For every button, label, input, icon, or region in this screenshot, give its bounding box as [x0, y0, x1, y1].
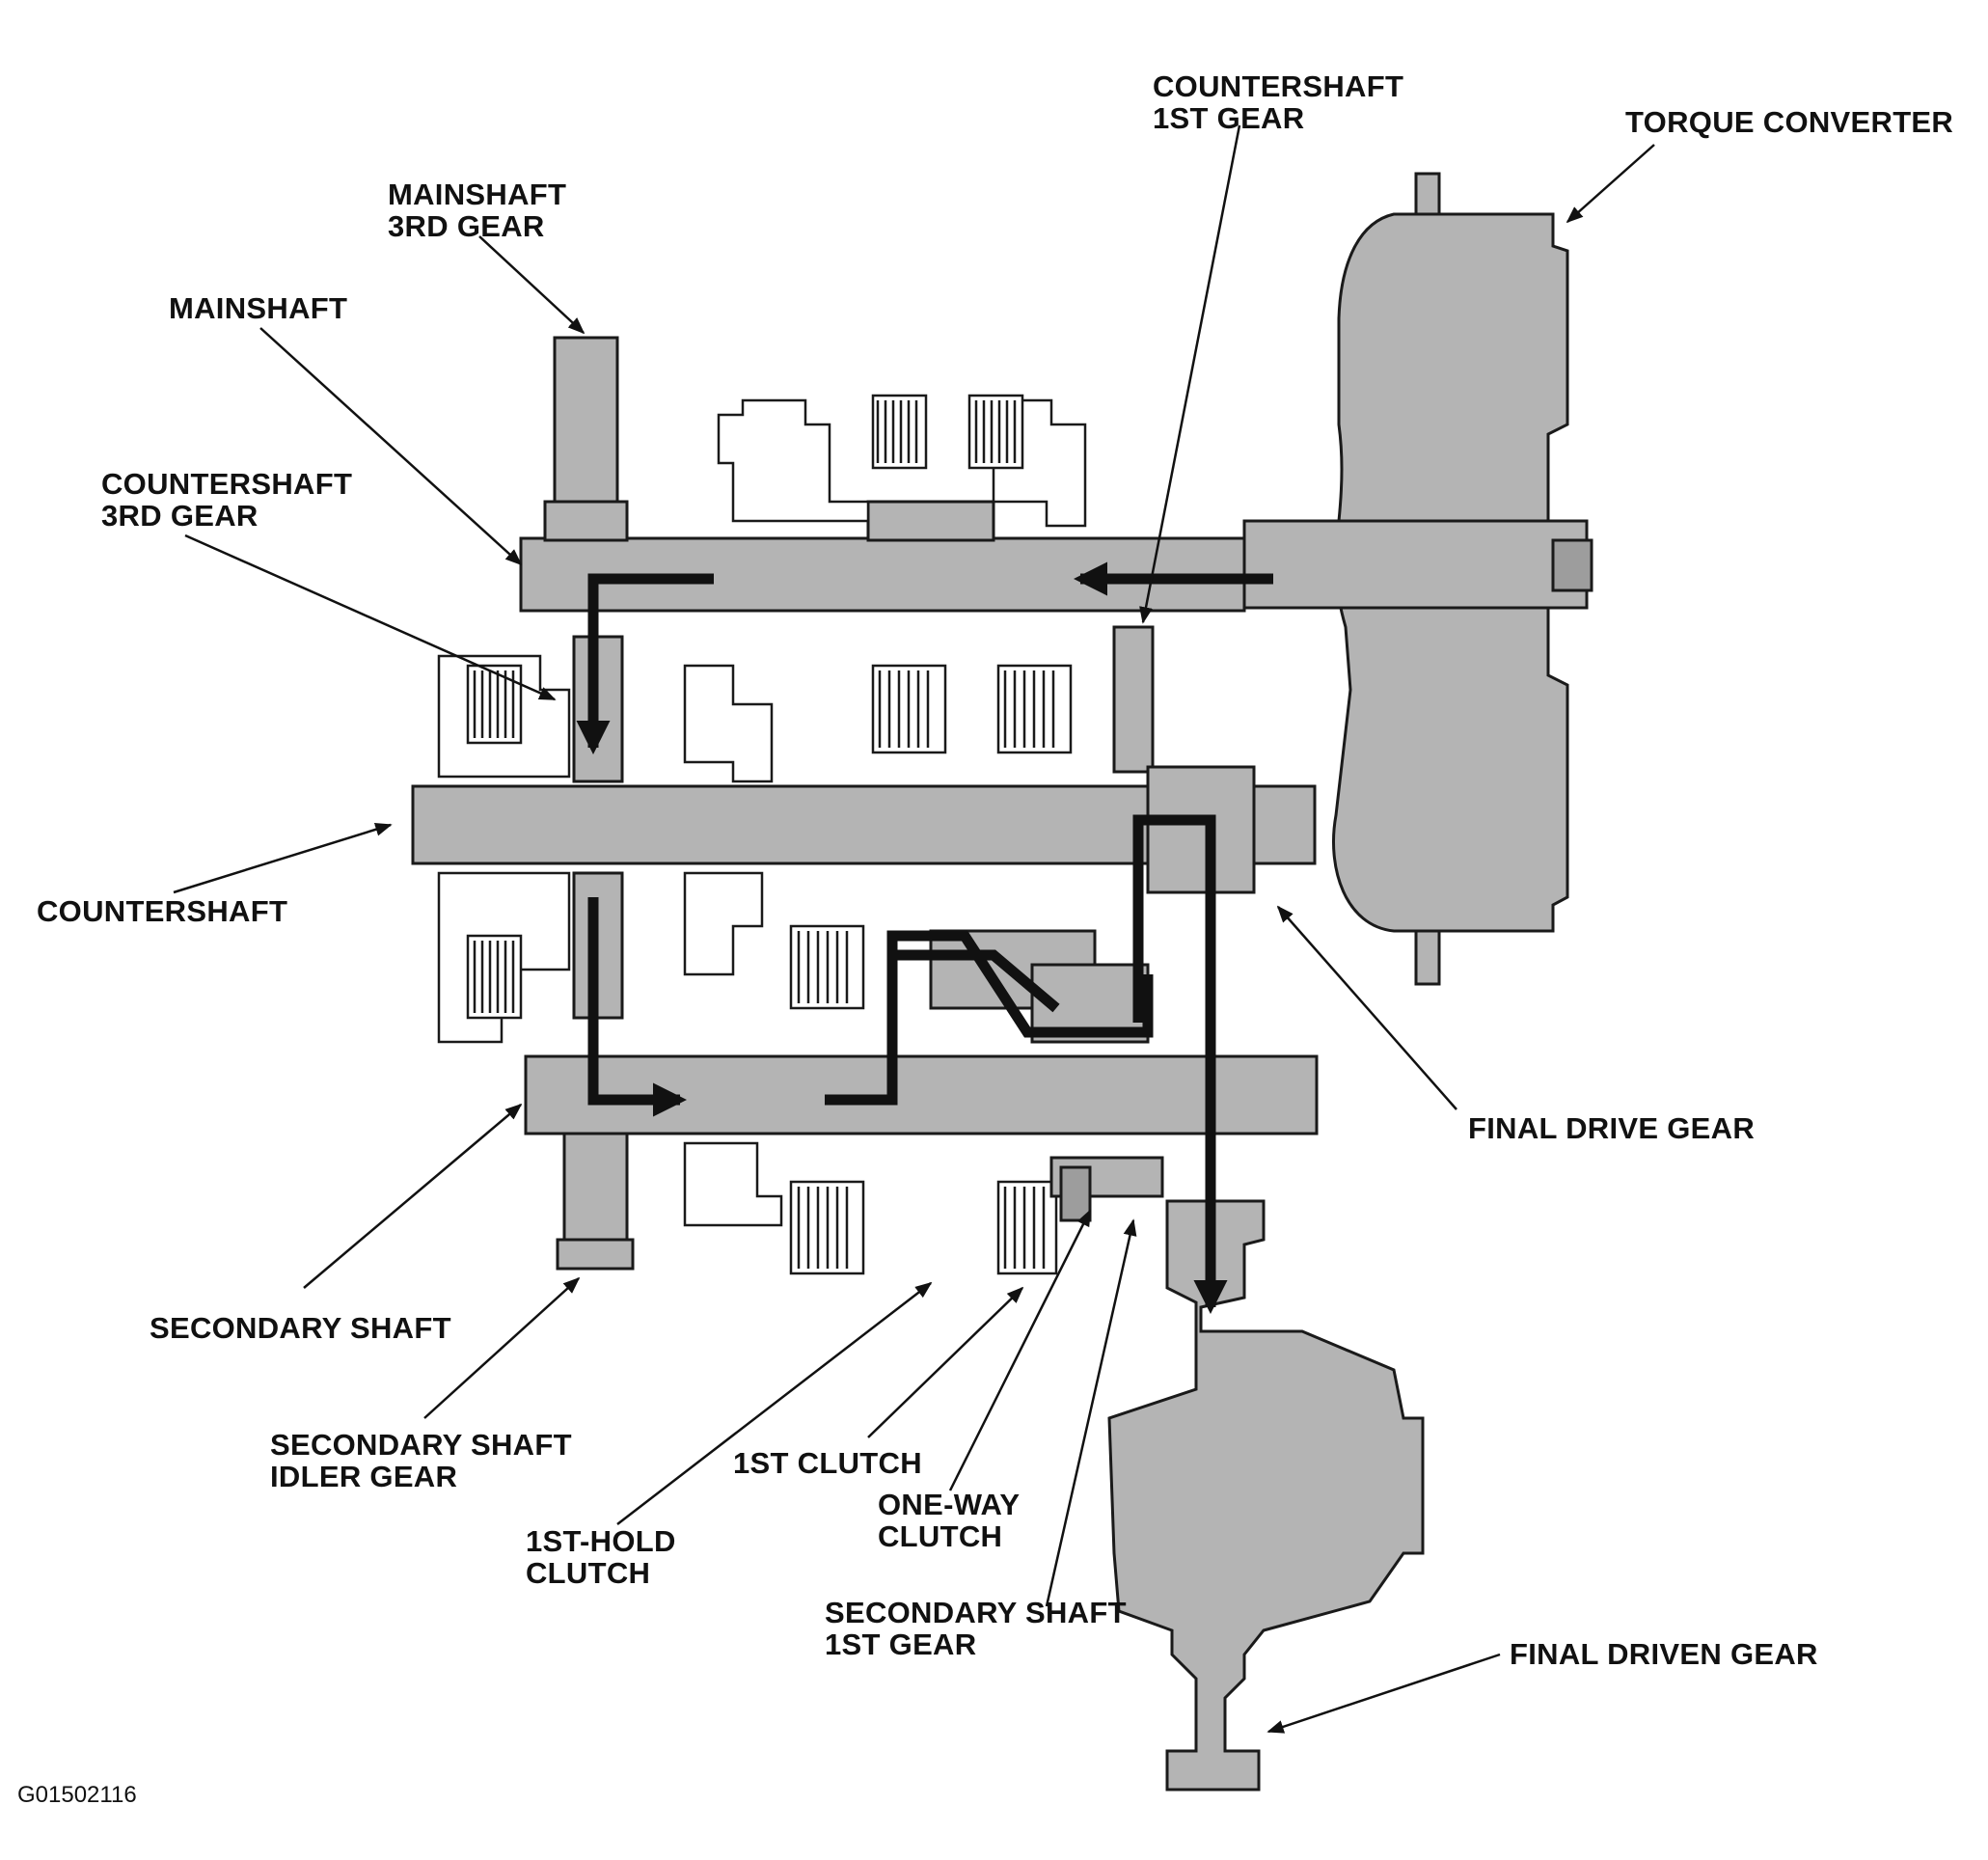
countershaft-clutch-plates	[473, 670, 1055, 1013]
leader-lines	[173, 124, 1655, 1734]
label-secondary-shaft-idler-gear: SECONDARY SHAFT IDLER GEAR	[270, 1428, 581, 1493]
label-1st-hold-clutch: 1ST-HOLD CLUTCH	[526, 1524, 685, 1590]
torque-converter	[1242, 172, 1593, 986]
label-mainshaft: MAINSHAFT	[169, 291, 347, 325]
label-torque-converter: TORQUE CONVERTER	[1625, 105, 1953, 139]
label-1st-clutch: 1ST CLUTCH	[733, 1446, 922, 1480]
secondary-shaft-clutch-housings	[683, 1141, 1164, 1275]
power-flow-path	[576, 561, 1273, 1315]
label-final-drive-gear: FINAL DRIVE GEAR	[1468, 1111, 1755, 1145]
label-countershaft-1st-gear: COUNTERSHAFT 1ST GEAR	[1153, 69, 1412, 135]
label-secondary-shaft: SECONDARY SHAFT	[150, 1311, 451, 1345]
label-mainshaft-3rd-gear: MAINSHAFT 3RD GEAR	[388, 178, 575, 243]
label-final-driven-gear: FINAL DRIVEN GEAR	[1510, 1637, 1818, 1671]
countershaft-clutch-housings	[437, 635, 1150, 1044]
label-secondary-shaft-1st-gear: SECONDARY SHAFT 1ST GEAR	[825, 1596, 1135, 1661]
label-countershaft: COUNTERSHAFT	[37, 894, 287, 928]
final-driven-gear	[1107, 1199, 1425, 1792]
labels: COUNTERSHAFT 1ST GEAR TORQUE CONVERTER M…	[17, 69, 1953, 1808]
figure-code: G01502116	[17, 1782, 137, 1808]
mainshaft	[519, 336, 1246, 613]
countershaft-1st-gear	[1112, 625, 1155, 774]
label-countershaft-3rd-gear: COUNTERSHAFT 3RD GEAR	[101, 467, 361, 533]
secondary-shaft-clutch-plates	[797, 1187, 1046, 1269]
label-one-way-clutch: ONE-WAY CLUTCH	[878, 1488, 1028, 1553]
mainshaft-clutch-housings	[717, 394, 1087, 528]
mainshaft-clutch-plates	[876, 400, 1017, 463]
